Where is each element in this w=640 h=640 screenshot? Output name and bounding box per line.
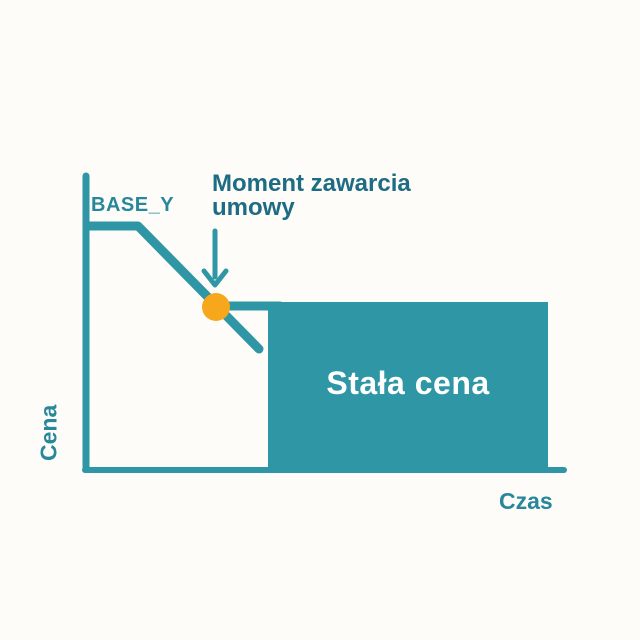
base-y-label: BASE_Y [91, 194, 175, 216]
contract-annotation-line1: Moment zawarcia [212, 170, 411, 197]
fixed-price-box: Stała cena [268, 302, 548, 468]
annotation-arrow-head-icon [201, 268, 229, 288]
y-axis-label: Cena [35, 404, 62, 462]
contract-annotation: Moment zawarcia umowy [212, 170, 411, 222]
contract-annotation-line2: umowy [212, 194, 295, 222]
contract-point-marker [202, 293, 230, 321]
x-axis-label: Czas [499, 488, 553, 514]
fixed-price-label: Stała cena [326, 364, 490, 401]
price-decline-line [82, 221, 264, 354]
fixed-price-region [268, 302, 548, 468]
